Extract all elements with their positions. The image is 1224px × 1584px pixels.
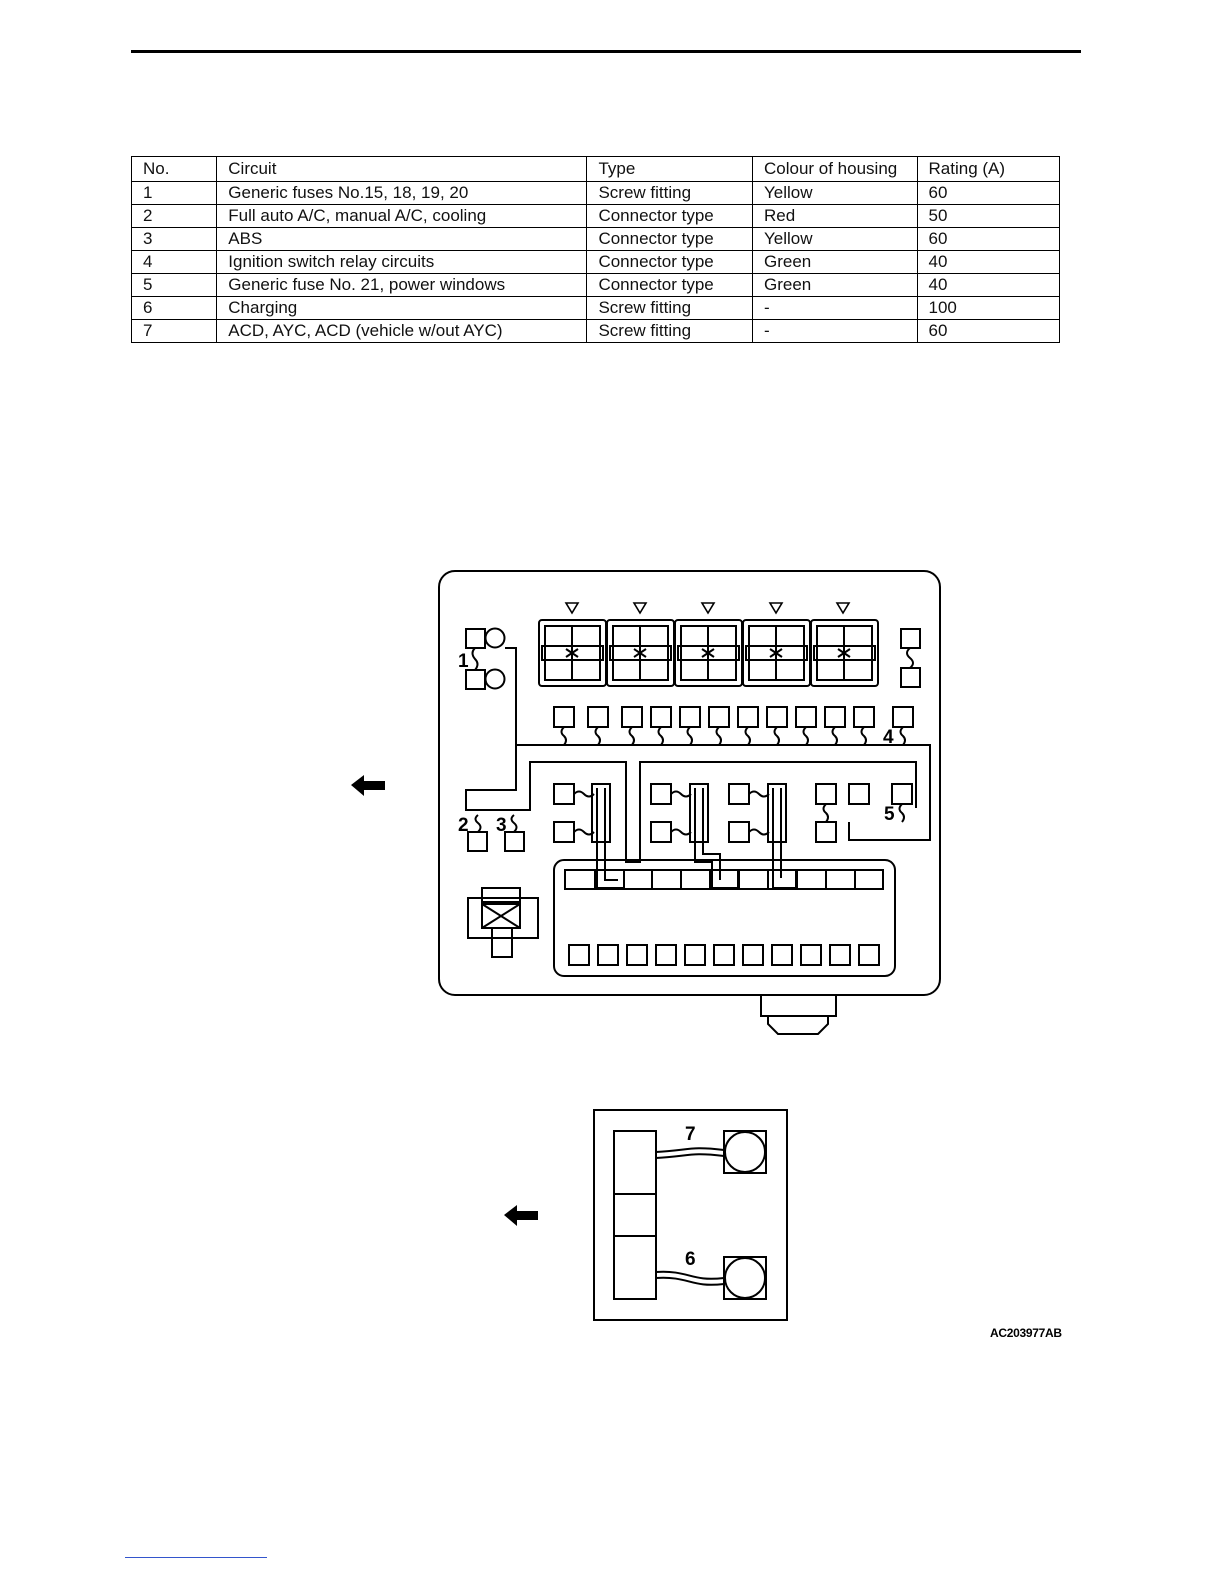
fuse-link-1	[465, 627, 506, 690]
bottom-fuse-strip	[553, 859, 896, 977]
bus-bar-main	[505, 647, 931, 841]
arrow-left-icon	[351, 775, 385, 796]
callout-6: 6	[685, 1249, 696, 1270]
header-rule	[131, 50, 1081, 53]
cell-circuit: Generic fuses No.15, 18, 19, 20	[216, 181, 588, 205]
cell-type: Connector type	[586, 273, 753, 297]
table-row: 5 Generic fuse No. 21, power windows Con…	[130, 273, 1061, 297]
cell-type: Screw fitting	[586, 319, 753, 343]
cell-type: Connector type	[586, 227, 753, 251]
cell-no: 1	[130, 181, 218, 205]
cell-colour: Red	[751, 204, 918, 228]
callout-3: 3	[496, 815, 507, 836]
table-row: 6 Charging Screw fitting - 100	[130, 296, 1061, 320]
fuse-box-outline	[438, 570, 941, 996]
bus-bar-lower	[465, 745, 917, 863]
terminal-row	[553, 706, 914, 746]
lower-left-relay	[467, 887, 539, 958]
relay-blocks	[538, 619, 879, 687]
callout-5: 5	[884, 804, 895, 825]
cell-circuit: Generic fuse No. 21, power windows	[216, 273, 588, 297]
cell-circuit: Full auto A/C, manual A/C, cooling	[216, 204, 588, 228]
table-row: 7 ACD, AYC, ACD (vehicle w/out AYC) Scre…	[130, 319, 1061, 343]
cell-type: Connector type	[586, 250, 753, 274]
cell-type: Screw fitting	[586, 181, 753, 205]
callout-1: 1	[458, 651, 469, 672]
arrow-left-icon	[504, 1205, 538, 1226]
callout-2: 2	[458, 815, 469, 836]
lower-fuse-box	[593, 1109, 788, 1321]
cell-rating: 40	[916, 250, 1061, 274]
figure-code: AC203977AB	[990, 1326, 1062, 1340]
footer-link-underline	[125, 1557, 267, 1558]
cell-no: 6	[130, 296, 218, 320]
cell-circuit: ABS	[216, 227, 588, 251]
cell-circuit: Ignition switch relay circuits	[216, 250, 588, 274]
header-circuit: Circuit	[216, 156, 588, 182]
cell-circuit: Charging	[216, 296, 588, 320]
cell-rating: 60	[916, 227, 1061, 251]
table-row: 4 Ignition switch relay circuits Connect…	[130, 250, 1061, 274]
middle-connectors	[553, 783, 913, 843]
callout-4: 4	[883, 727, 894, 748]
cell-colour: -	[751, 319, 918, 343]
cell-type: Screw fitting	[586, 296, 753, 320]
cell-circuit: ACD, AYC, ACD (vehicle w/out AYC)	[216, 319, 588, 343]
table-header-row: No. Circuit Type Colour of housing Ratin…	[130, 156, 1061, 182]
fuse-box-tab	[760, 996, 837, 1035]
table-row: 2 Full auto A/C, manual A/C, cooling Con…	[130, 204, 1061, 228]
fusible-link-table: No. Circuit Type Colour of housing Ratin…	[130, 156, 1061, 343]
table-row: 3 ABS Connector type Yellow 60	[130, 227, 1061, 251]
fuse-link-2-3	[467, 814, 525, 852]
cell-no: 7	[130, 319, 218, 343]
header-no: No.	[130, 156, 218, 182]
header-type: Type	[586, 156, 753, 182]
header-colour: Colour of housing	[751, 156, 918, 182]
cell-rating: 50	[916, 204, 1061, 228]
cell-rating: 60	[916, 319, 1061, 343]
cell-type: Connector type	[586, 204, 753, 228]
cell-colour: Yellow	[751, 227, 918, 251]
callout-7: 7	[685, 1124, 696, 1145]
cell-no: 3	[130, 227, 218, 251]
header-rating: Rating (A)	[916, 156, 1061, 182]
triangle-markers	[564, 602, 851, 615]
table-row: 1 Generic fuses No.15, 18, 19, 20 Screw …	[130, 181, 1061, 205]
